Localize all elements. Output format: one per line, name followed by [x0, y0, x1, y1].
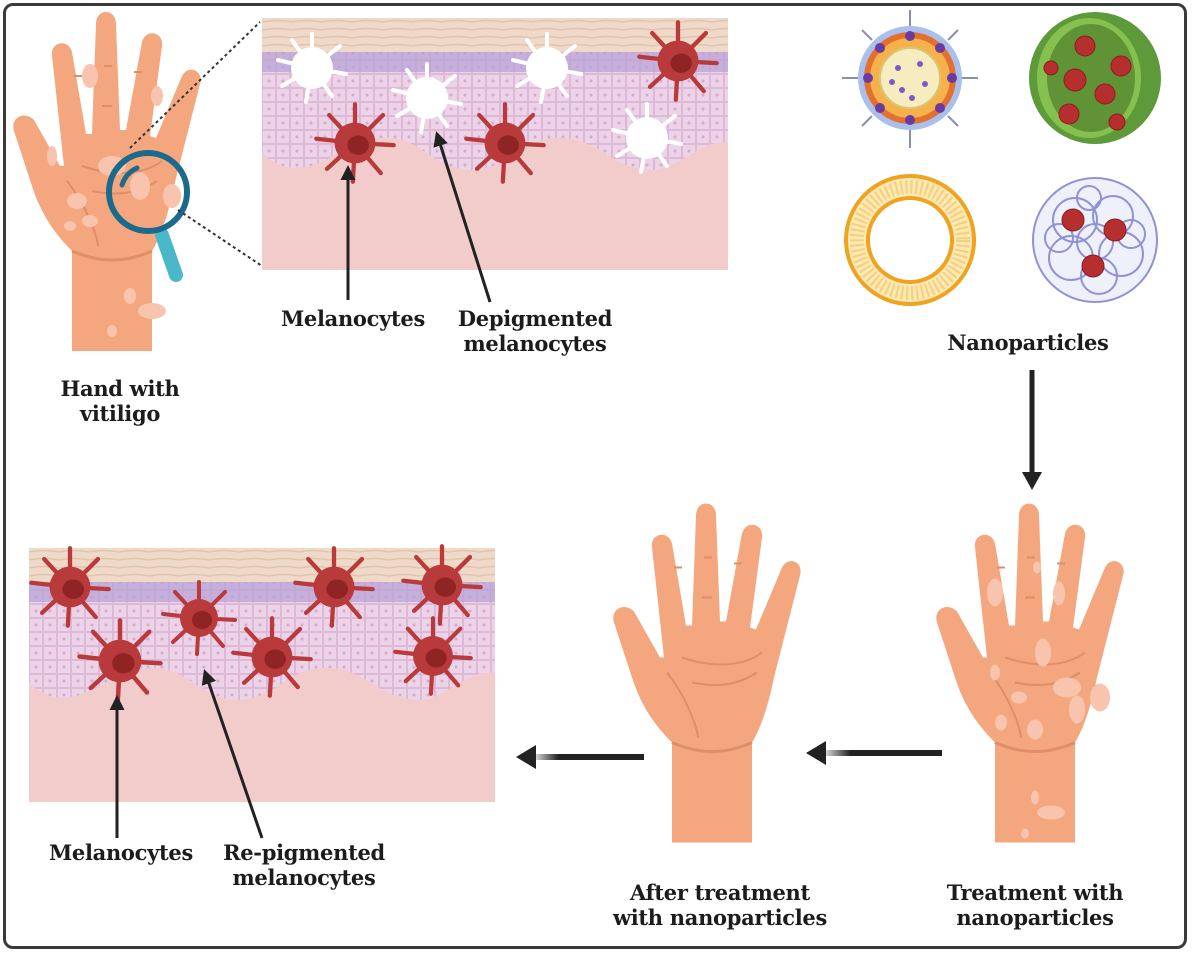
nanoparticles-illustration: [842, 10, 1161, 306]
arrow-shaft: [820, 750, 942, 756]
melanocytes-label-after: Melanocytes: [48, 840, 194, 865]
label-line: Re-pigmented: [223, 840, 385, 865]
label-line: with nanoparticles: [612, 905, 828, 930]
depigmented-melanocytes-label: Depigmented melanocytes: [440, 306, 630, 356]
hand-treatment-illustration: [935, 502, 1126, 844]
label-line: vitiligo: [79, 401, 161, 426]
repigmented-melanocytes-label: Re-pigmented melanocytes: [204, 840, 404, 890]
label-line: nanoparticles: [956, 905, 1114, 930]
arrow-head-left-icon: [806, 741, 826, 765]
label-line: Treatment with: [946, 880, 1124, 905]
stratum-corneum: [29, 548, 495, 582]
arrow-shaft: [530, 754, 644, 760]
label-line: After treatment: [630, 880, 810, 905]
nanoparticles-label: Nanoparticles: [947, 330, 1109, 355]
lipid-nanoparticle-icon: [842, 10, 978, 148]
treatment-with-nanoparticles-label: Treatment with nanoparticles: [920, 880, 1150, 930]
magnifier-ring: [106, 150, 190, 234]
label-line: Hand with: [60, 376, 180, 401]
label-line: Depigmented: [457, 306, 613, 331]
magnifier-icon: [106, 150, 190, 282]
hand-with-vitiligo-label: Hand with vitiligo: [30, 376, 210, 426]
label-line: melanocytes: [463, 331, 607, 356]
melanocytes-label-before: Melanocytes: [280, 306, 426, 331]
arrow-head-left-icon: [516, 745, 536, 769]
arrow-head-down-icon: [1022, 472, 1042, 490]
skin-section-depigmented: [262, 18, 728, 270]
hand-with-vitiligo-illustration: [12, 10, 203, 353]
basal-layer: [262, 50, 728, 72]
label-line: melanocytes: [232, 865, 376, 890]
arrow-to-repigmented-melanocyte: [201, 669, 264, 839]
basal-layer: [29, 580, 495, 602]
magnifier-handle: [155, 228, 183, 282]
after-treatment-label: After treatment with nanoparticles: [590, 880, 850, 930]
vitiligo-patches: [987, 561, 1110, 839]
arrow-to-depigmented-melanocyte: [433, 131, 492, 303]
liposome-icon: [844, 174, 976, 306]
vitiligo-patches: [47, 64, 181, 337]
skin-section-repigmented: [29, 548, 495, 802]
polymer-nanogel-icon: [1032, 177, 1158, 303]
polymeric-nanosphere-icon: [1029, 12, 1161, 144]
